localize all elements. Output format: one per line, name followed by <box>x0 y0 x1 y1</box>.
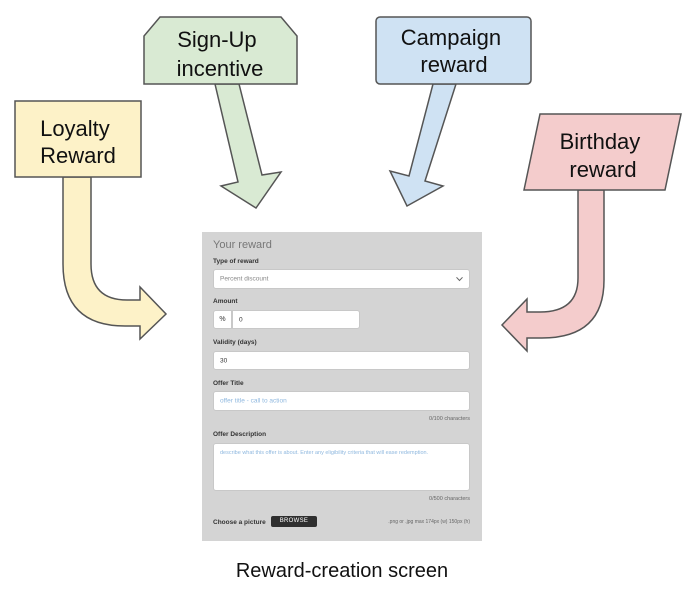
amount-label: Amount <box>213 298 238 305</box>
loyalty-arrow <box>62 176 168 341</box>
amount-input[interactable]: 0 <box>232 310 360 329</box>
signup-arrow <box>214 83 283 210</box>
chevron-down-icon <box>456 276 463 282</box>
amount-value: 0 <box>239 316 243 323</box>
offer-title-placeholder: offer title - call to action <box>220 397 287 405</box>
birthday-arrow <box>500 189 605 353</box>
type-of-reward-value: Percent discount <box>220 275 269 283</box>
validity-label: Validity (days) <box>213 339 257 346</box>
birthday-label: Birthday reward <box>560 129 647 182</box>
birthday-box <box>523 113 682 191</box>
validity-value: 30 <box>220 357 228 364</box>
diagram-caption: Reward-creation screen <box>235 560 449 582</box>
offer-title-label: Offer Title <box>213 380 244 387</box>
signup-box <box>143 16 298 85</box>
offer-description-label: Offer Description <box>213 431 267 438</box>
campaign-label: Campaign reward <box>401 25 507 77</box>
campaign-box <box>375 16 532 85</box>
offer-description-textarea[interactable]: describe what this offer is about. Enter… <box>213 443 470 491</box>
picture-size-hint: .png or .jpg max 174px (w) 150px (h) <box>388 519 470 525</box>
percent-unit: % <box>213 310 232 329</box>
loyalty-box <box>14 100 142 178</box>
validity-input[interactable]: 30 <box>213 351 470 370</box>
offer-description-placeholder: describe what this offer is about. Enter… <box>220 450 429 456</box>
form-title: Your reward <box>213 239 272 251</box>
offer-title-input[interactable]: offer title - call to action <box>213 391 470 411</box>
loyalty-label: Loyalty Reward <box>40 116 116 168</box>
reward-form-panel: Your reward Type of reward Percent disco… <box>202 232 482 541</box>
signup-label: Sign-Up incentive <box>177 27 264 81</box>
campaign-arrow <box>388 83 458 208</box>
type-of-reward-select[interactable]: Percent discount <box>213 269 470 289</box>
offer-description-counter: 0/500 characters <box>429 496 470 502</box>
offer-title-counter: 0/100 characters <box>429 416 470 422</box>
type-of-reward-label: Type of reward <box>213 258 259 265</box>
browse-button[interactable]: BROWSE <box>271 516 317 527</box>
choose-picture-label: Choose a picture <box>213 519 266 526</box>
